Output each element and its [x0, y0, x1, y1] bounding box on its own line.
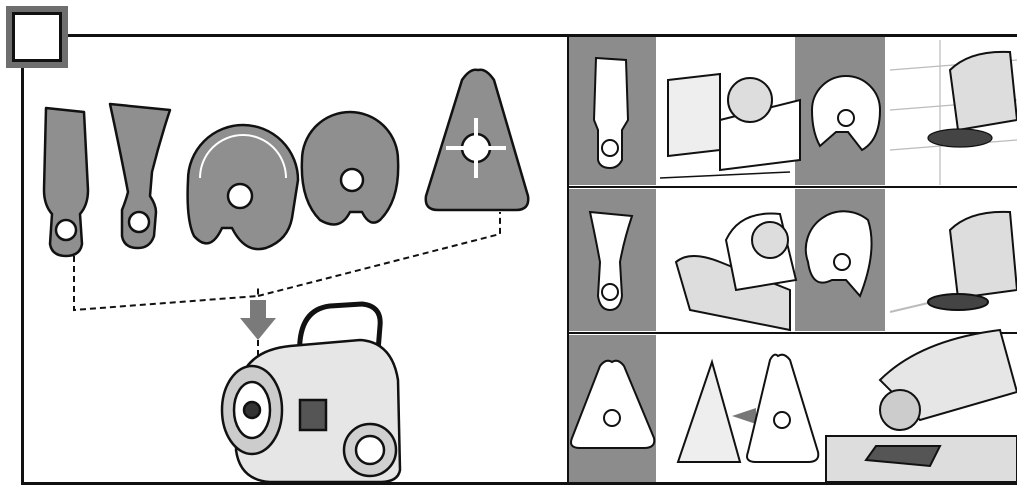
- plunge-cut-illustration: [660, 74, 800, 178]
- straight-blade-icon: [44, 108, 88, 256]
- half-moon-blade-icon: [302, 112, 398, 225]
- scraping-illustration: [676, 214, 796, 330]
- delta-sanding-pad-icon: [426, 70, 529, 210]
- multi-tool-head-illustration: [222, 304, 400, 482]
- scraper-blade-icon: [110, 104, 170, 248]
- sanding-sheet-attach-illustration: [678, 355, 818, 462]
- sanding-illustration: [826, 330, 1017, 482]
- panel-straight-blade-icon: [594, 58, 628, 168]
- flush-cut-illustration: [890, 212, 1017, 312]
- blade-set: [44, 70, 528, 256]
- segment-saw-blade-icon: [188, 125, 298, 249]
- tile-cut-illustration: [890, 40, 1017, 185]
- insert-arrow-icon: [240, 300, 276, 340]
